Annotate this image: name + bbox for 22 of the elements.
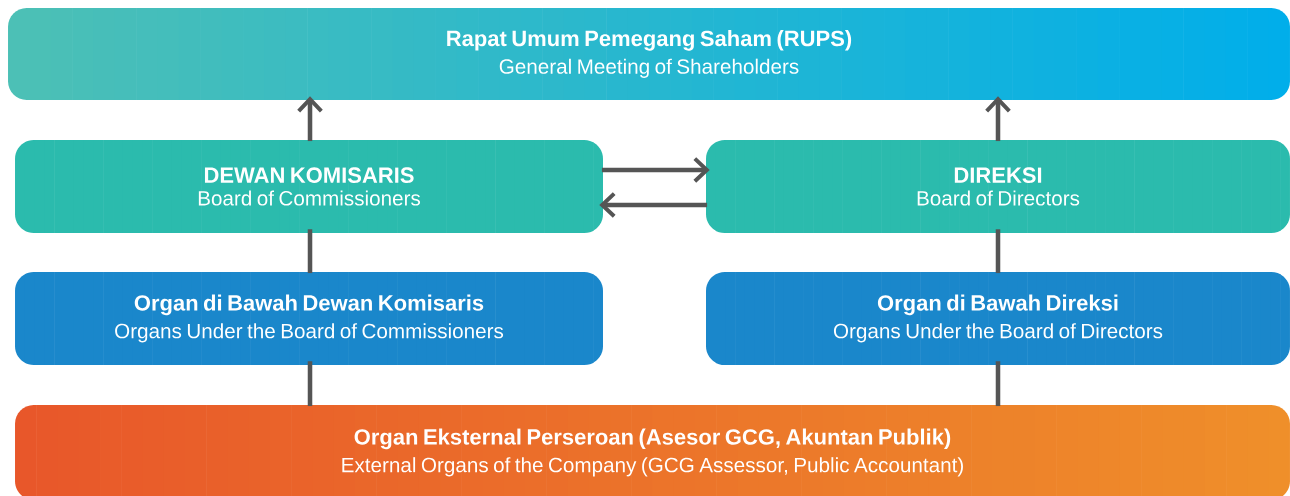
arrow	[599, 192, 708, 218]
process-box: Organ Eksternal Perseroan (Asesor GCG, Akuntan Publik) External Organs of the Company (GCG Assessor, Public Accountant)	[15, 405, 1290, 496]
arrow	[985, 96, 1011, 142]
node-label: Organs Under the Board of Commissioners	[115, 323, 504, 343]
node-label: Rapat Umum Pemegang Saham (RUPS)	[447, 30, 852, 51]
node-label: Board of Commissioners	[198, 190, 421, 206]
process-box: Organ di Bawah Dewan Komisaris Organs Under the Board of Commissioners	[15, 272, 603, 365]
process-box: DIREKSI Board of Directors	[706, 140, 1290, 233]
process-box: Organ di Bawah Direksi Organs Under the Board of Directors	[706, 272, 1290, 365]
process-box: Rapat Umum Pemegang Saham (RUPS) General Meeting of Shareholders	[8, 8, 1290, 100]
node-label: Organ di Bawah Dewan Komisaris	[134, 294, 484, 316]
arrow	[297, 96, 323, 142]
node-label: Organ Eksternal Perseroan (Asesor GCG, Akuntan Publik)	[354, 428, 951, 450]
node-label: Board of Directors	[917, 190, 1080, 206]
process-box: DEWAN KOMISARIS Board of Commissioners	[15, 140, 603, 233]
node-label: External Organs of the Company (GCG Assessor, Public Accountant)	[342, 457, 963, 477]
node-label: Organs Under the Board of Directors	[833, 323, 1163, 343]
node-label: DIREKSI	[954, 167, 1042, 183]
node-label: General Meeting of Shareholders	[499, 58, 799, 78]
arrow	[601, 157, 710, 183]
node-label: DEWAN KOMISARIS	[204, 167, 414, 183]
node-label: Organ di Bawah Direksi	[877, 294, 1118, 316]
